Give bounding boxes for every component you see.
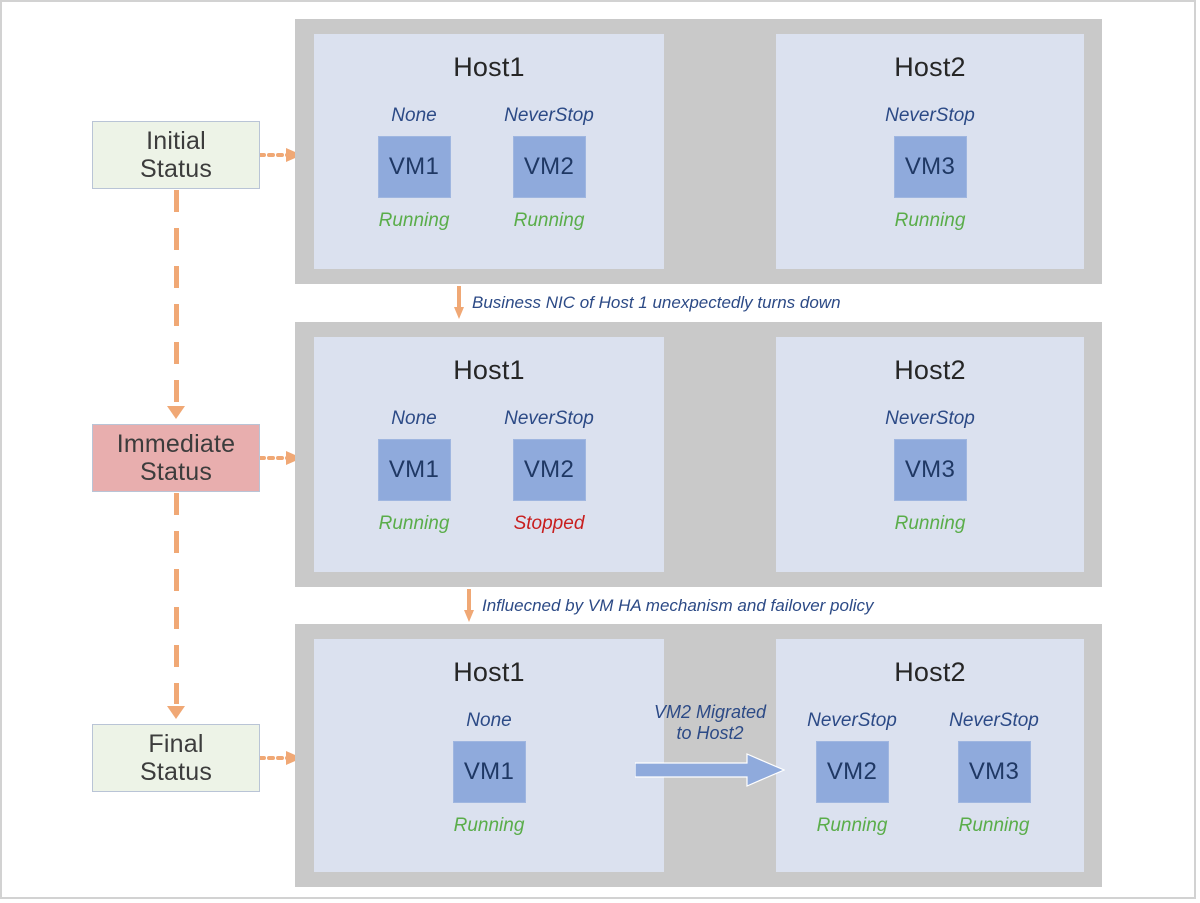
stage-final-host1-title: Host1 <box>453 657 525 687</box>
stage-initial-host2-title: Host2 <box>894 52 966 82</box>
vm-state-label: Stopped <box>513 513 585 534</box>
status-chip-final-line2: Status <box>139 758 213 786</box>
vm-box: VM3 <box>893 439 967 501</box>
stage-immediate-host1-vm2: NeverStop VM2 Stopped <box>489 409 609 533</box>
stage-final-host1-vm1: None VM1 Running <box>429 711 549 835</box>
vm-state-label: Running <box>378 513 450 534</box>
stage-immediate-status: Host1 None VM1 Running NeverStop VM2 Sto… <box>295 322 1102 587</box>
stage-immediate-host1-panel: Host1 None VM1 Running NeverStop VM2 Sto… <box>314 337 664 572</box>
dotted-arrow-icon-initial <box>260 148 302 162</box>
stage-initial-host1-vm2: NeverStop VM2 Running <box>489 106 609 230</box>
transition-ha-failover: Influecned by VM HA mechanism and failov… <box>464 589 874 623</box>
stage-final-host2-title: Host2 <box>894 657 966 687</box>
migration-label-line2: to Host2 <box>676 722 744 743</box>
vm-state-label: Running <box>894 210 966 231</box>
status-chip-initial-line1: Initial <box>146 127 206 155</box>
vm-state-label: Running <box>513 210 585 231</box>
vm-box: VM3 <box>957 741 1031 803</box>
status-chip-initial: Initial Status <box>92 121 260 189</box>
flow-spine-initial-to-immediate <box>174 190 179 404</box>
vm-state-label: Running <box>894 513 966 534</box>
stage-initial-host1-vm1: None VM1 Running <box>354 106 474 230</box>
vm-policy-label: NeverStop <box>504 105 594 126</box>
stage-final-host2-vm2: NeverStop VM2 Running <box>792 711 912 835</box>
flow-spine-arrow-down-icon-1 <box>167 406 185 419</box>
right-arrow-icon <box>634 753 786 788</box>
vm-box: VM2 <box>512 136 586 198</box>
vm-policy-label: None <box>391 105 437 126</box>
stage-immediate-host1-title: Host1 <box>453 355 525 385</box>
stage-immediate-host1-vm1: None VM1 Running <box>354 409 474 533</box>
migration-label-line1: VM2 Migrated <box>653 702 767 722</box>
dotted-arrow-icon-final <box>260 751 302 765</box>
status-chip-final-line1: Final <box>148 730 204 758</box>
stage-final-status: Host1 None VM1 Running Host2 NeverStop V… <box>295 624 1102 887</box>
vm-box: VM2 <box>815 741 889 803</box>
flow-spine-arrow-down-icon-2 <box>167 706 185 719</box>
vm-policy-label: None <box>391 408 437 429</box>
stage-immediate-host2-title: Host2 <box>894 355 966 385</box>
transition-nic-down: Business NIC of Host 1 unexpectedly turn… <box>454 286 841 320</box>
stage-initial-host2-panel: Host2 NeverStop VM3 Running <box>776 34 1084 269</box>
stage-initial-host1-panel: Host1 None VM1 Running NeverStop VM2 Run… <box>314 34 664 269</box>
transition-nic-down-label: Business NIC of Host 1 unexpectedly turn… <box>472 293 841 312</box>
vm-state-label: Running <box>958 815 1030 836</box>
arrow-down-icon <box>464 589 474 623</box>
vm-policy-label: NeverStop <box>949 710 1039 731</box>
vm-state-label: Running <box>453 815 525 836</box>
stage-final-host2-vm3: NeverStop VM3 Running <box>934 711 1054 835</box>
status-chip-initial-line2: Status <box>139 155 213 183</box>
stage-initial-host2-vm3: NeverStop VM3 Running <box>870 106 990 230</box>
arrow-down-icon <box>454 286 464 320</box>
vm-state-label: Running <box>816 815 888 836</box>
stage-final-host2-panel: Host2 NeverStop VM2 Running NeverStop VM… <box>776 639 1084 872</box>
transition-ha-failover-label: Influecned by VM HA mechanism and failov… <box>482 596 874 615</box>
stage-immediate-host2-panel: Host2 NeverStop VM3 Running <box>776 337 1084 572</box>
vm-box: VM1 <box>452 741 526 803</box>
status-chip-final: Final Status <box>92 724 260 792</box>
vm-state-label: Running <box>378 210 450 231</box>
vm-box: VM2 <box>512 439 586 501</box>
vm-policy-label: NeverStop <box>885 408 975 429</box>
vm-box: VM3 <box>893 136 967 198</box>
vm-policy-label: NeverStop <box>807 710 897 731</box>
status-chip-immediate: Immediate Status <box>92 424 260 492</box>
stage-initial-status: Host1 None VM1 Running NeverStop VM2 Run… <box>295 19 1102 284</box>
status-chip-immediate-line2: Status <box>139 458 213 486</box>
dotted-arrow-icon-immediate <box>260 451 302 465</box>
vm-policy-label: None <box>466 710 512 731</box>
vm-box: VM1 <box>377 439 451 501</box>
vm-policy-label: NeverStop <box>885 105 975 126</box>
stage-immediate-host2-vm3: NeverStop VM3 Running <box>870 409 990 533</box>
vm-box: VM1 <box>377 136 451 198</box>
vm-policy-label: NeverStop <box>504 408 594 429</box>
stage-final-host1-panel: Host1 None VM1 Running <box>314 639 664 872</box>
vm-migration-annotation: VM2 Migrated to Host2 <box>630 702 790 792</box>
flow-spine-immediate-to-final <box>174 493 179 704</box>
stage-initial-host1-title: Host1 <box>453 52 525 82</box>
status-chip-immediate-line1: Immediate <box>116 430 236 458</box>
